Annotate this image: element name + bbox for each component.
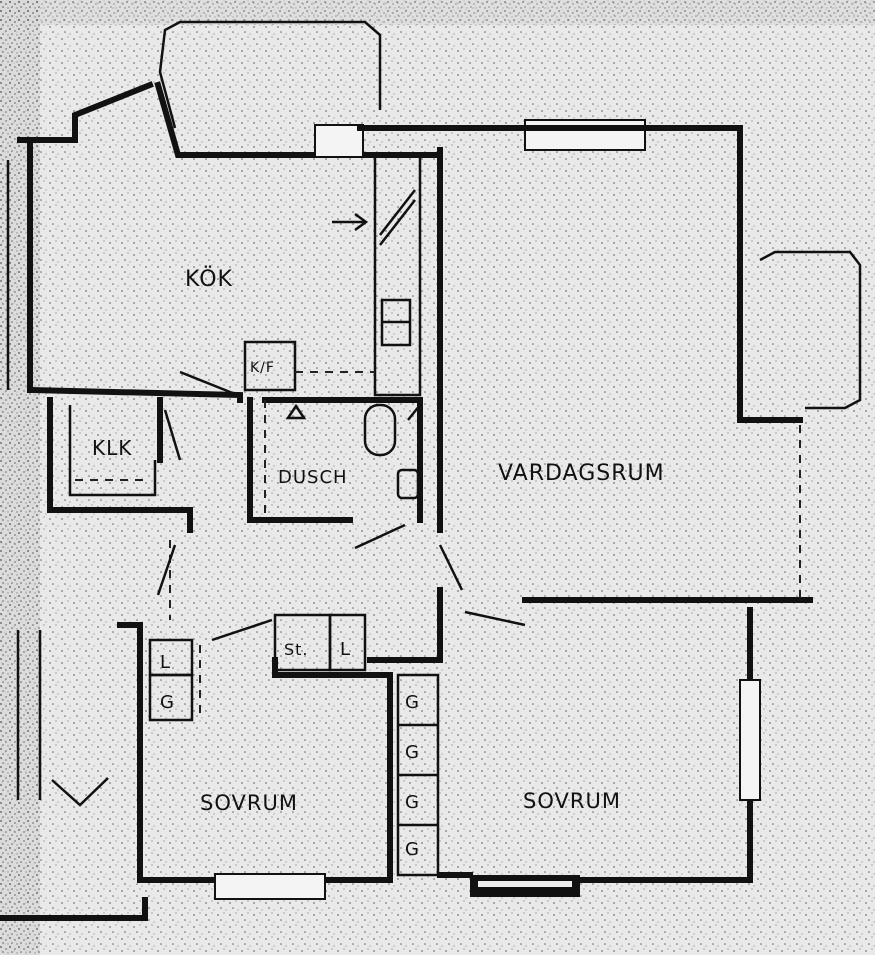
hall-door-swing-2 bbox=[211, 618, 273, 642]
window-top-vardagsrum bbox=[524, 119, 646, 151]
counter-strip bbox=[373, 155, 422, 397]
radiator-inner bbox=[478, 881, 572, 887]
label-sovrum-right: SOVRUM bbox=[523, 789, 621, 813]
kitchen-wall-top bbox=[17, 81, 154, 143]
label-kf: K/F bbox=[250, 360, 275, 376]
bath-sink bbox=[396, 468, 420, 500]
kitchen-arrow-head bbox=[354, 212, 369, 232]
shower-marker bbox=[285, 403, 307, 420]
window-right-sovrum bbox=[739, 679, 761, 801]
wall-top-main bbox=[357, 125, 743, 303]
window-bottom-sovrum-left bbox=[214, 873, 326, 900]
hall-door-swing-3 bbox=[438, 544, 464, 591]
bath-wall-top bbox=[262, 397, 423, 523]
storage-l-right bbox=[328, 613, 367, 672]
label-dusch: DUSCH bbox=[278, 467, 348, 488]
outer-texture-left bbox=[0, 0, 40, 955]
toilet bbox=[363, 403, 397, 457]
label-l-storage: L bbox=[340, 639, 351, 660]
sovrum-left-walls bbox=[117, 622, 393, 883]
bath-divider-line bbox=[407, 404, 421, 421]
bath-walls bbox=[247, 397, 353, 523]
stair-arrow bbox=[51, 777, 109, 807]
hall-door-swing-4 bbox=[464, 610, 526, 627]
kitchen-door-swing bbox=[179, 370, 241, 398]
stair-bottom bbox=[0, 897, 148, 921]
label-g-wardrobe-1: G bbox=[405, 692, 420, 713]
label-st: St. bbox=[284, 640, 309, 659]
counter-diag-2 bbox=[379, 189, 416, 236]
label-klk: KLK bbox=[92, 436, 132, 460]
label-g-wardrobe-3: G bbox=[405, 792, 420, 813]
hall-door-swing-1 bbox=[156, 544, 177, 596]
outer-texture-top bbox=[0, 0, 875, 25]
label-g-wardrobe-4: G bbox=[405, 839, 420, 860]
counter-diag bbox=[379, 199, 416, 246]
balcony-top bbox=[158, 20, 382, 129]
klk-walls bbox=[47, 397, 193, 533]
bath-door-swing bbox=[354, 523, 406, 550]
label-g-closet: G bbox=[160, 692, 175, 713]
klk-door-swing bbox=[163, 409, 182, 461]
closet-g-left bbox=[148, 673, 194, 722]
wall-right-upper bbox=[737, 297, 803, 423]
label-sovrum-left: SOVRUM bbox=[200, 791, 298, 815]
hall-right-wall bbox=[367, 587, 443, 663]
klk-inner bbox=[68, 405, 157, 497]
balcony-right bbox=[759, 250, 862, 410]
window-top-small bbox=[314, 124, 364, 158]
kf-cabinet bbox=[243, 340, 297, 392]
label-l-closet: L bbox=[160, 652, 171, 673]
label-kok: KÖK bbox=[185, 266, 233, 292]
label-g-wardrobe-2: G bbox=[405, 742, 420, 763]
label-vardagsrum: VARDAGSRUM bbox=[498, 461, 665, 486]
